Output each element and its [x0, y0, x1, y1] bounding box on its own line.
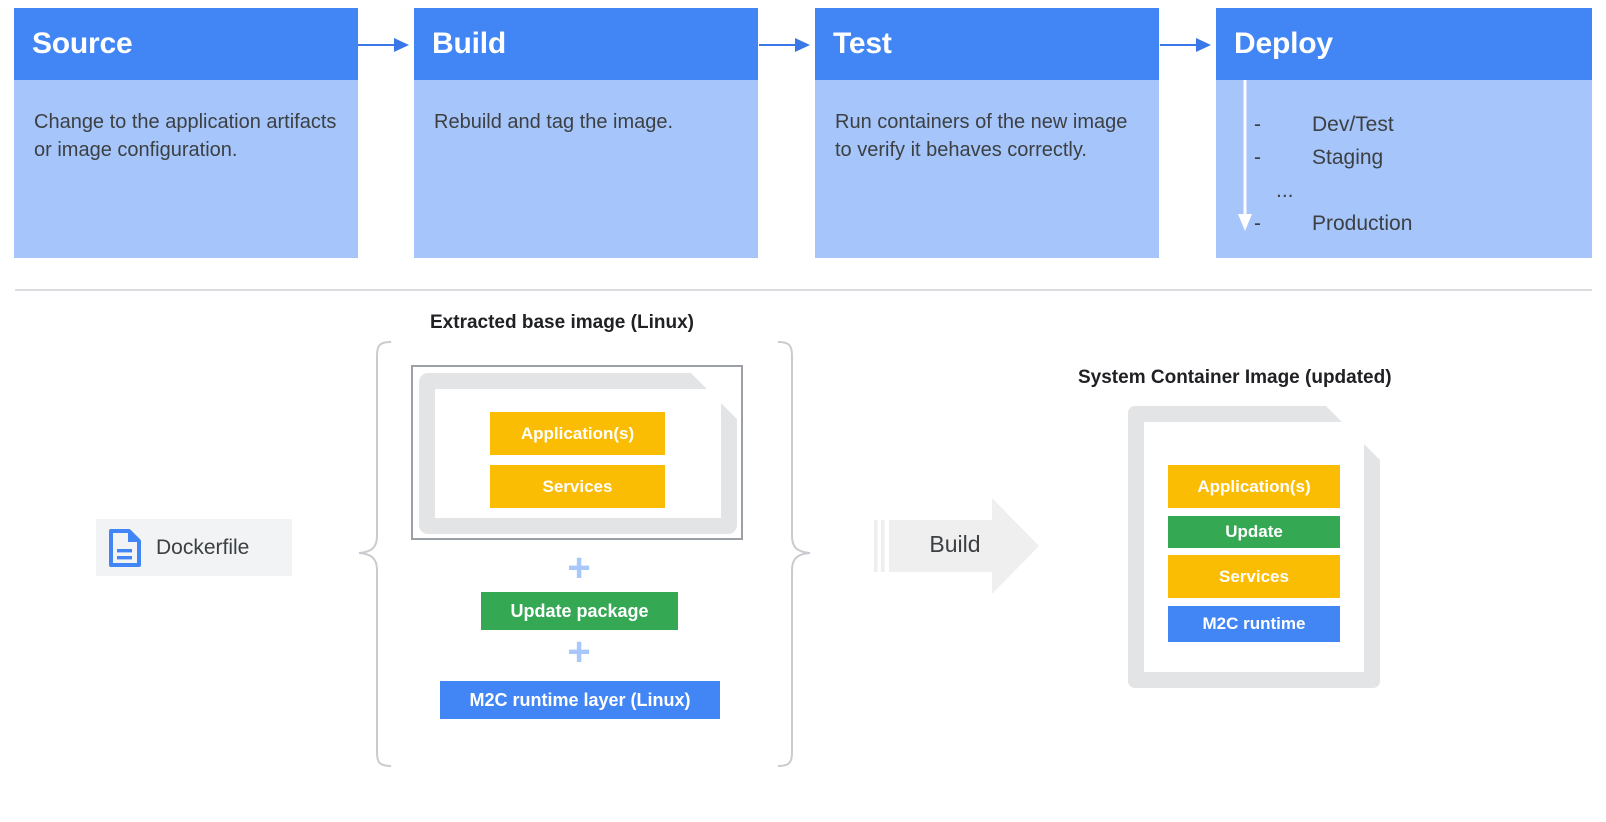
stage-title-build: Build	[432, 27, 506, 60]
stage-title-test: Test	[833, 27, 892, 60]
list-marker: ...	[1276, 179, 1294, 202]
list-item-label: Dev/Test	[1312, 113, 1394, 136]
stage-title-source: Source	[32, 27, 133, 60]
brace-left-icon	[358, 341, 392, 767]
list-marker: -	[1254, 113, 1261, 136]
deploy-environment-list: - Dev/Test - Staging ... - Production	[1254, 113, 1554, 245]
layer-chip-services: Services	[1168, 555, 1340, 598]
stage-body-source: Change to the application artifacts or i…	[34, 111, 337, 162]
arrow-right-icon	[759, 38, 810, 52]
list-marker: -	[1254, 212, 1261, 235]
folded-corner-icon	[691, 373, 737, 419]
stage-header-deploy: Deploy	[1216, 8, 1592, 80]
layer-chip-services: Services	[490, 465, 665, 508]
layer-chip-update-package: Update package	[481, 592, 678, 630]
folded-corner-icon	[1326, 406, 1380, 460]
layer-chip-application: Application(s)	[1168, 465, 1340, 508]
stage-header-test: Test	[815, 8, 1159, 80]
stage-title-deploy: Deploy	[1234, 27, 1333, 60]
layer-chip-application: Application(s)	[490, 412, 665, 455]
pipeline-stage-deploy: Deploy - Dev/Test - Staging ... - Produc…	[1216, 8, 1592, 258]
arrow-right-icon	[1160, 38, 1211, 52]
list-item: - Staging	[1254, 146, 1554, 179]
pipeline-stage-build: Build Rebuild and tag the image.	[414, 8, 758, 258]
list-item-label: Staging	[1312, 146, 1384, 169]
build-action-label: Build	[929, 531, 981, 557]
stage-body-build: Rebuild and tag the image.	[434, 111, 674, 133]
dockerfile-label: Dockerfile	[156, 535, 250, 559]
arrow-right-icon	[358, 38, 409, 52]
list-marker: -	[1254, 146, 1261, 169]
stage-body-test: Run containers of the new image to verif…	[835, 111, 1128, 162]
pipeline-stage-test: Test Run containers of the new image to …	[815, 8, 1159, 258]
arrow-down-icon	[1238, 80, 1252, 231]
list-item: - Dev/Test	[1254, 113, 1554, 146]
system-container-image-title: System Container Image (updated)	[1078, 367, 1392, 388]
list-item: - Production	[1254, 212, 1554, 245]
list-item-ellipsis: ...	[1254, 179, 1554, 212]
file-document-icon	[109, 528, 141, 567]
stage-header-source: Source	[14, 8, 358, 80]
stage-header-build: Build	[414, 8, 758, 80]
pipeline-stage-source: Source Change to the application artifac…	[14, 8, 358, 258]
list-item-label: Production	[1312, 212, 1413, 235]
block-arrow-right-icon	[874, 498, 1039, 594]
layer-chip-m2c-runtime: M2C runtime	[1168, 606, 1340, 642]
section-divider	[15, 289, 1592, 291]
dockerfile-chip: Dockerfile	[96, 519, 292, 576]
brace-right-icon	[777, 341, 811, 767]
layer-chip-update: Update	[1168, 516, 1340, 548]
layer-chip-m2c-runtime-layer: M2C runtime layer (Linux)	[440, 681, 720, 719]
plus-icon: +	[567, 630, 591, 674]
extracted-base-image-title: Extracted base image (Linux)	[430, 312, 694, 333]
plus-icon: +	[567, 546, 591, 590]
